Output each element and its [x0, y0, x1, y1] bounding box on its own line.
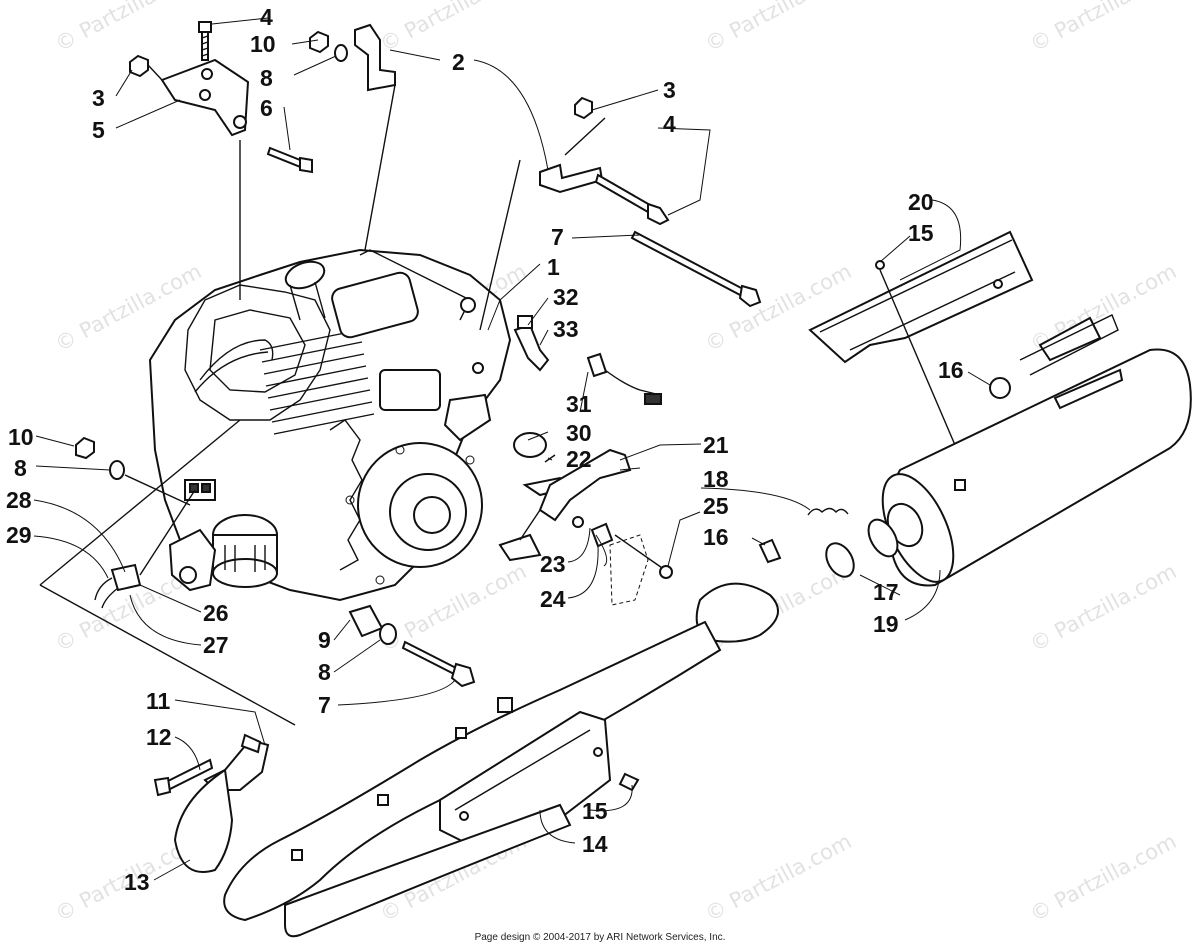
cylinder-fins — [259, 329, 375, 435]
callout-18: 18 — [703, 466, 729, 492]
callout-30: 30 — [566, 420, 592, 446]
callout-20: 20 — [908, 189, 934, 215]
heat-shield-top — [808, 230, 1034, 481]
watermark: © Partzilla.com — [701, 829, 855, 926]
rear-bracket-and-bolt — [479, 96, 762, 331]
callout-12: 12 — [146, 724, 172, 750]
watermark: © Partzilla.com — [1026, 829, 1180, 926]
callout-2: 2 — [452, 49, 465, 75]
callout-labels: 4 10 8 6 3 5 2 3 4 7 1 32 33 31 30 22 21… — [6, 4, 964, 895]
callout-10: 10 — [250, 31, 276, 57]
callout-17: 17 — [873, 579, 899, 605]
callout-31: 31 — [566, 391, 592, 417]
leader-lines — [33, 17, 991, 881]
callout-23: 23 — [540, 551, 566, 577]
callout-24: 24 — [540, 586, 566, 612]
engine-drawing — [148, 248, 512, 602]
callout-8: 8 — [318, 659, 331, 685]
callout-26: 26 — [203, 600, 229, 626]
callout-27: 27 — [203, 632, 229, 658]
muffler — [881, 314, 1192, 587]
callout-4: 4 — [663, 111, 676, 137]
callout-1: 1 — [547, 254, 560, 280]
watermark: © Partzilla.com — [376, 0, 530, 56]
callout-21: 21 — [703, 432, 729, 458]
callout-13: 13 — [124, 869, 150, 895]
gasket-and-spring — [758, 507, 899, 578]
heat-shield-lower — [284, 710, 640, 938]
callout-3: 3 — [663, 77, 676, 103]
watermark: © Partzilla.com — [51, 0, 205, 56]
watermark: © Partzilla.com — [701, 0, 855, 56]
callout-11: 11 — [146, 688, 171, 714]
callout-15: 15 — [908, 220, 934, 246]
callout-16: 16 — [938, 357, 964, 383]
callout-19: 19 — [873, 611, 899, 637]
callout-22: 22 — [566, 446, 592, 472]
callout-32: 32 — [553, 284, 579, 310]
callout-7: 7 — [551, 224, 564, 250]
callout-25: 25 — [703, 493, 729, 519]
callout-33: 33 — [553, 316, 579, 342]
callout-6: 6 — [260, 95, 273, 121]
callout-7: 7 — [318, 692, 331, 718]
callout-8: 8 — [260, 65, 273, 91]
exhaust-pipe — [153, 582, 779, 922]
callout-3: 3 — [92, 85, 105, 111]
engine-mount-bracket — [129, 21, 396, 300]
callout-5: 5 — [92, 117, 105, 143]
callout-14: 14 — [582, 831, 608, 857]
callout-16: 16 — [703, 524, 729, 550]
callout-15: 15 — [582, 798, 608, 824]
callout-8: 8 — [14, 455, 27, 481]
callout-4: 4 — [260, 4, 273, 30]
page-footer: Page design © 2004-2017 by ARI Network S… — [474, 932, 726, 943]
shift-lever-assembly — [498, 432, 673, 606]
watermark: © Partzilla.com — [1026, 0, 1180, 56]
lower-mount-hardware — [348, 604, 476, 688]
callout-29: 29 — [6, 522, 32, 548]
callout-9: 9 — [318, 627, 331, 653]
watermark: © Partzilla.com — [1026, 559, 1180, 656]
callout-28: 28 — [6, 487, 32, 513]
callout-10: 10 — [8, 424, 34, 450]
